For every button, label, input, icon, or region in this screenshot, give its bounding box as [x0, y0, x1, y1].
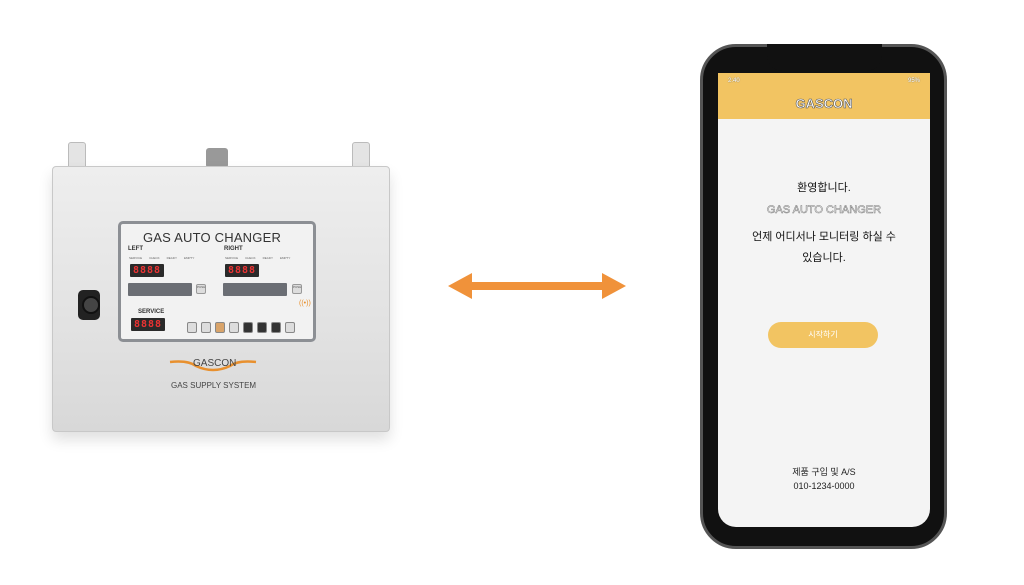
gas-fitting	[206, 148, 228, 168]
panel-title: GAS AUTO CHANGER	[143, 230, 282, 245]
left-label: LEFT	[128, 246, 143, 252]
indicator: CHECK	[149, 256, 160, 260]
mount-bracket	[352, 142, 370, 168]
welcome-text: 환영합니다.	[797, 182, 851, 194]
service-label: SERVICE	[138, 309, 165, 315]
right-indicators: SERVICE CHECK READY EMPTY	[225, 256, 290, 260]
message-line-2: 있습니다.	[802, 252, 846, 264]
status-time: 2:40	[728, 78, 740, 84]
phone-notch	[767, 44, 882, 71]
footer-phone: 010-1234-0000	[793, 481, 855, 491]
indicator: EMPTY	[279, 256, 291, 260]
left-indicators: SERVICE CHECK READY EMPTY	[129, 256, 194, 260]
key[interactable]	[215, 322, 225, 333]
status-bar: 2:40 95%	[728, 78, 920, 84]
door-lock-knob	[78, 290, 100, 320]
indicator: SERVICE	[129, 256, 143, 260]
product-name: GAS AUTO CHANGER	[766, 204, 882, 217]
up-key[interactable]	[243, 322, 253, 333]
app-header: 2:40 95% GASCON	[718, 73, 930, 119]
brand-logo: GASCON	[193, 358, 237, 369]
wireless-icon: ((•))	[299, 300, 311, 307]
left-switch-bank[interactable]	[128, 283, 192, 296]
power-key[interactable]	[187, 322, 197, 333]
left-push-button[interactable]: PUSH	[196, 284, 206, 294]
right-switch-bank[interactable]	[223, 283, 287, 296]
brand-swoosh	[169, 360, 257, 372]
start-button[interactable]: 시작하기	[768, 322, 878, 348]
indicator: CHECK	[245, 256, 256, 260]
message-line-1: 언제 어디서나 모니터링 하실 수	[752, 231, 896, 243]
footer-label: 제품 구입 및 A/S	[792, 467, 856, 477]
indicator: READY	[262, 256, 273, 260]
indicator: EMPTY	[183, 256, 195, 260]
exit-key[interactable]	[285, 322, 295, 333]
down-key[interactable]	[257, 322, 267, 333]
mount-bracket	[68, 142, 86, 168]
status-battery: 95%	[907, 78, 920, 84]
service-display: 8888	[131, 318, 166, 331]
brand-tagline: GAS SUPPLY SYSTEM	[171, 381, 257, 390]
menu-key[interactable]	[229, 322, 239, 333]
right-push-button[interactable]: PUSH	[292, 284, 302, 294]
keypad	[187, 322, 295, 333]
left-display: 8888	[130, 264, 165, 277]
right-label: RIGHT	[224, 246, 243, 252]
phone-screen: 2:40 95% GASCON 환영합니다. GAS AUTO CHANGER …	[718, 73, 930, 527]
app-title: GASCON	[795, 96, 853, 112]
indicator: READY	[166, 256, 177, 260]
right-display: 8888	[225, 264, 260, 277]
control-panel: GAS AUTO CHANGER LEFT RIGHT SERVICE CHECK…	[118, 221, 316, 342]
indicator: SERVICE	[225, 256, 239, 260]
bidirectional-arrow-icon	[448, 273, 626, 299]
key[interactable]	[201, 322, 211, 333]
right-key[interactable]	[271, 322, 281, 333]
